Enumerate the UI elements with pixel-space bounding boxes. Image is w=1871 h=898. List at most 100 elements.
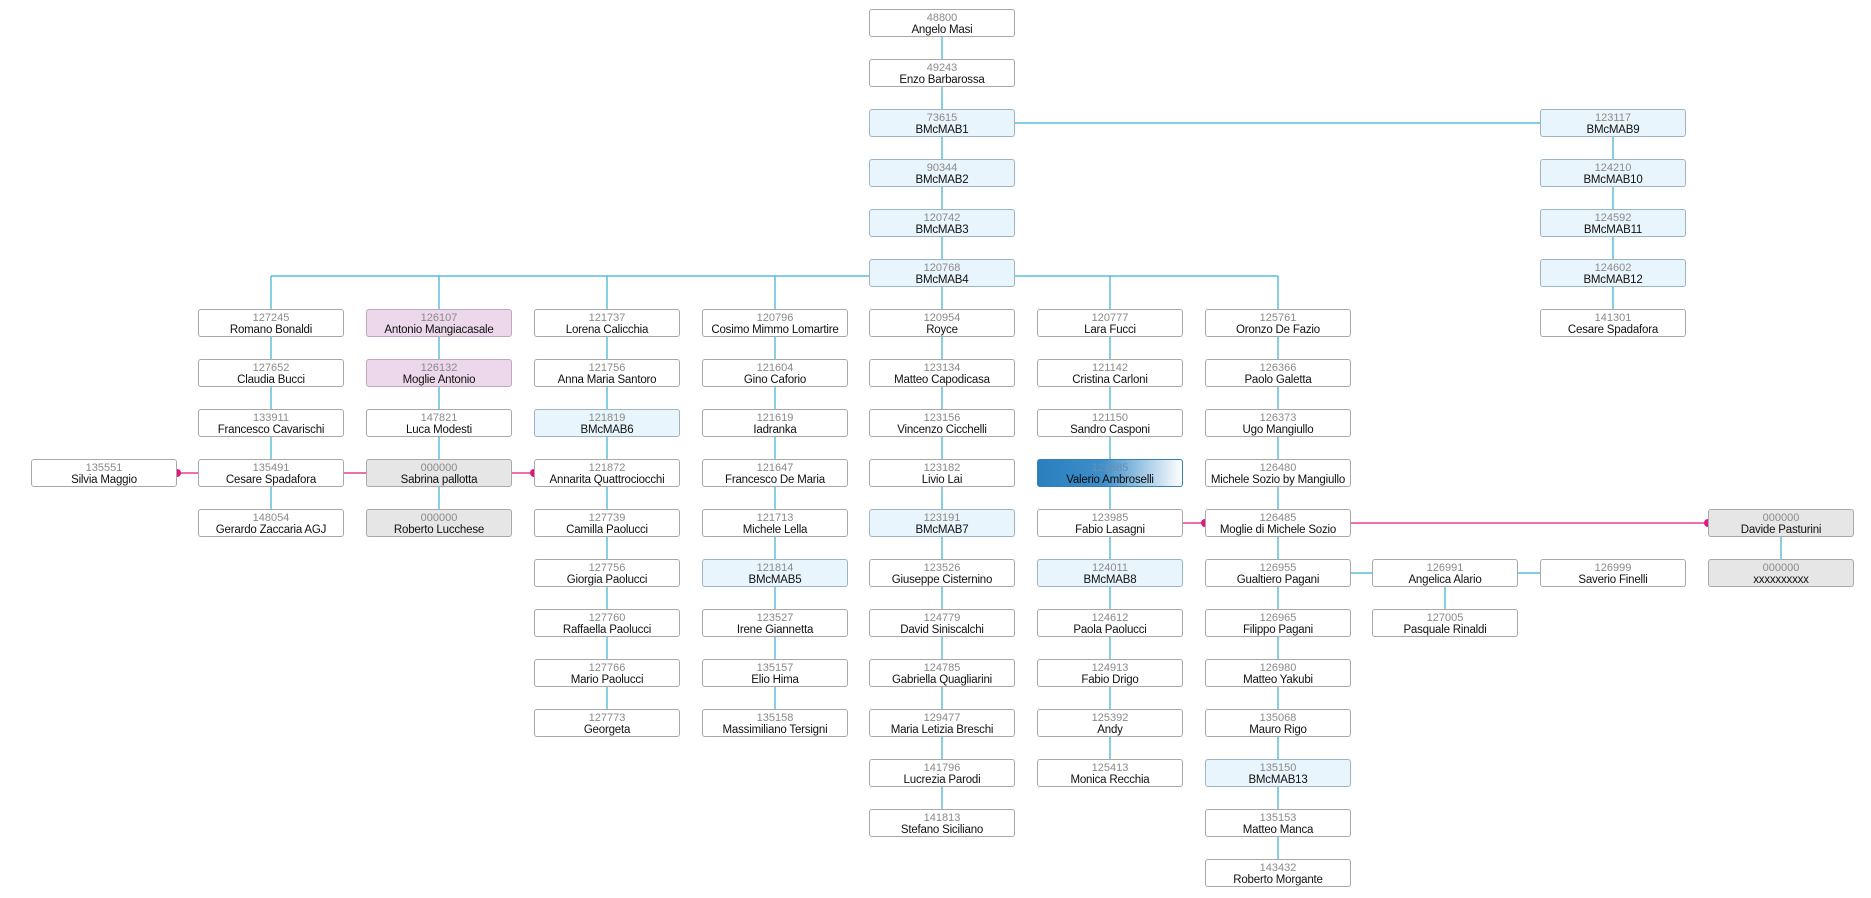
person-id: 121619 bbox=[756, 412, 794, 424]
person-id: 73615 bbox=[926, 112, 958, 124]
person-id: 121872 bbox=[588, 462, 626, 474]
person-id: 000000 bbox=[420, 462, 458, 474]
person-id: 120768 bbox=[923, 262, 961, 274]
person-name: Lorena Calicchia bbox=[565, 324, 649, 336]
person-id: 126965 bbox=[1259, 612, 1297, 624]
person-name: Elio Hima bbox=[751, 674, 799, 686]
person-name: Enzo Barbarossa bbox=[899, 74, 985, 86]
person-id: 124011 bbox=[1092, 562, 1128, 574]
person-name: Antonio Mangiacasale bbox=[384, 324, 494, 336]
person-id: 127773 bbox=[588, 712, 626, 724]
person-name: BMcMAB7 bbox=[915, 524, 969, 536]
person-name: Luca Modesti bbox=[406, 424, 472, 436]
person-name: xxxxxxxxxx bbox=[1753, 574, 1809, 586]
person-id: 124785 bbox=[923, 662, 961, 674]
person-name: David Siniscalchi bbox=[900, 624, 984, 636]
person-name: Moglie Antonio bbox=[402, 374, 476, 386]
person-name: Cosimo Mimmo Lomartire bbox=[711, 324, 839, 336]
person-name: Sabrina pallotta bbox=[400, 474, 478, 486]
person-id: 125392 bbox=[1091, 712, 1129, 724]
person-name: Gino Caforio bbox=[743, 374, 807, 386]
